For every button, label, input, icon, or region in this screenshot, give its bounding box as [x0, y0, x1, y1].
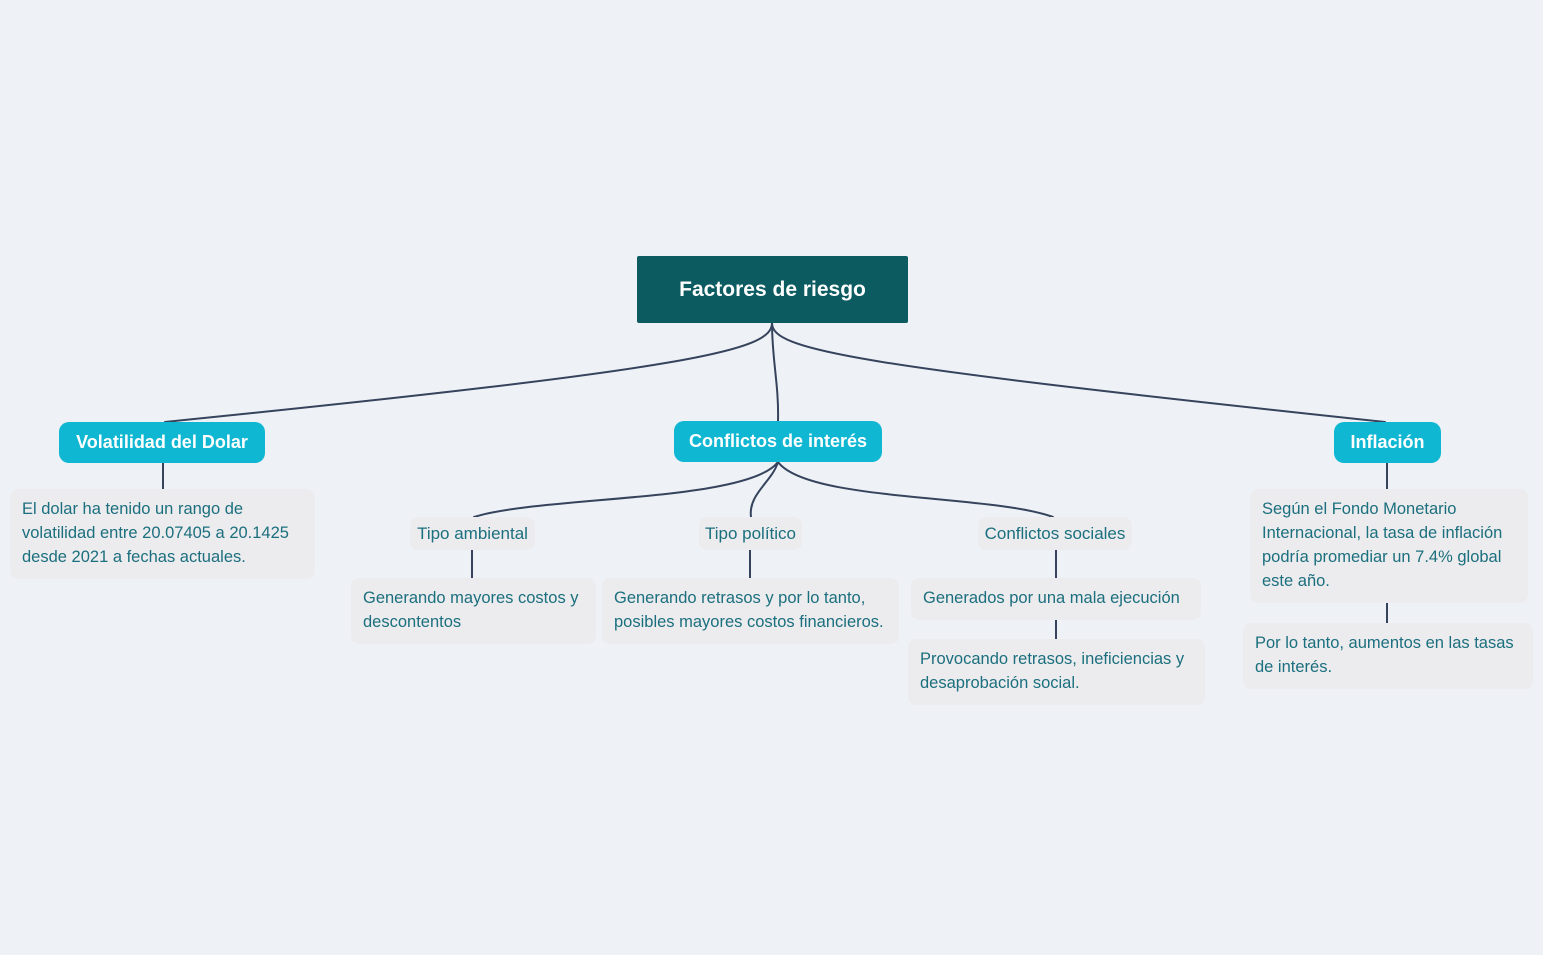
edge-conflictos-sociales: [777, 461, 1054, 518]
note-ambiental-detail[interactable]: Generando mayores costos y descontentos: [351, 578, 596, 644]
note-sociales-detail-1[interactable]: Generados por una mala ejecución: [911, 578, 1201, 620]
note-inflacion-detail-2[interactable]: Por lo tanto, aumentos en las tasas de i…: [1243, 623, 1533, 689]
note-politico-detail[interactable]: Generando retrasos y por lo tanto, posib…: [602, 578, 899, 644]
node-conflictos-de-interes[interactable]: Conflictos de interés: [674, 421, 882, 462]
edge-conflictos-ambiental: [473, 461, 779, 518]
node-volatilidad-del-dolar[interactable]: Volatilidad del Dolar: [59, 422, 265, 463]
node-tipo-politico[interactable]: Tipo político: [699, 517, 802, 550]
node-tipo-ambiental[interactable]: Tipo ambiental: [410, 517, 535, 550]
edge-root-inflacion: [771, 322, 1386, 423]
edge-root-conflictos: [771, 322, 780, 422]
node-factores-de-riesgo[interactable]: Factores de riesgo: [637, 256, 908, 323]
node-inflacion[interactable]: Inflación: [1334, 422, 1441, 463]
node-conflictos-sociales[interactable]: Conflictos sociales: [978, 517, 1132, 550]
note-volatilidad-detail[interactable]: El dolar ha tenido un rango de volatilid…: [10, 489, 315, 579]
note-inflacion-detail-1[interactable]: Según el Fondo Monetario Internacional, …: [1250, 489, 1528, 603]
edge-root-volatilidad: [164, 322, 773, 423]
edge-conflictos-politico: [749, 461, 779, 518]
note-sociales-detail-2[interactable]: Provocando retrasos, ineficiencias y des…: [908, 639, 1205, 705]
